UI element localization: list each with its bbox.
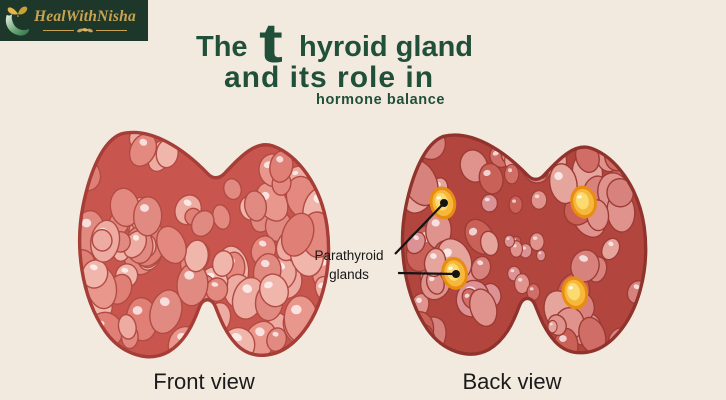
title-line1-rest: hyroid gland [299,31,473,63]
parathyroid-label-line2: glands [329,267,369,282]
parathyroid-label: Parathyroid glands [306,246,392,284]
brand-text-group: HealWithNisha [34,8,136,35]
title-drop-letter-t: t [259,11,283,74]
brand-name: HealWithNisha [34,8,136,25]
brand-logo: HealWithNisha [0,0,148,41]
thyroid-front-illustration [77,130,331,359]
back-view-label: Back view [462,369,562,394]
parathyroid-label-line1: Parathyroid [314,248,384,263]
front-view-label: Front view [153,369,255,394]
title-word-the: The [196,31,248,63]
title-subtitle: hormone balance [316,92,446,108]
title-line2: and its role in [224,61,435,94]
hand-butterfly-icon [5,6,30,36]
thyroid-back-illustration [400,133,648,356]
logo-divider-ornament [42,28,127,33]
